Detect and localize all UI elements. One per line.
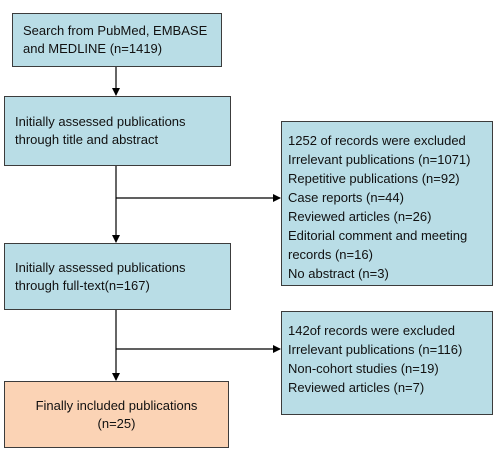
excluded-first-line-7: records (n=16) <box>288 247 373 262</box>
excluded-first-line-5: Reviewed articles (n=26) <box>288 209 432 224</box>
excluded-second-line-2: Irrelevant publications (n=116) <box>288 342 463 357</box>
excluded-second-line-4: Reviewed articles (n=7) <box>288 380 425 395</box>
title-abstract-box: Initially assessed publications through … <box>4 96 231 166</box>
excluded-first-line-2: Irrelevant publications (n=1071) <box>288 152 471 167</box>
search-box-line-2: and MEDLINE (n=1419) <box>23 41 163 56</box>
excluded-second-line-3: Non-cohort studies (n=19) <box>288 361 439 376</box>
excluded-first-line-4: Case reports (n=44) <box>288 190 404 205</box>
title-abstract-line-2: through title and abstract <box>15 132 159 147</box>
full-text-line-2: through full-text(n=167) <box>15 277 150 293</box>
excluded-first-line-3: Repetitive publications (n=92) <box>288 171 460 186</box>
final-line-2: (n=25) <box>97 415 136 431</box>
search-box: Search from PubMed, EMBASE and MEDLINE (… <box>12 13 222 67</box>
final-included-box: Finally included publications (n=25) <box>4 381 229 448</box>
excluded-second-box: 142of records were excluded Irrelevant p… <box>281 311 493 415</box>
excluded-first-box: 1252 of records were excluded Irrelevant… <box>281 121 493 286</box>
final-line-1: Finally included publications <box>35 397 198 413</box>
excluded-first-line-6: Editorial comment and meeting <box>288 228 468 243</box>
full-text-box: Initially assessed publications through … <box>4 243 231 310</box>
full-text-line-1: Initially assessed publications <box>15 259 186 275</box>
excluded-second-line-1: 142of records were excluded <box>288 323 455 338</box>
title-abstract-line-1: Initially assessed publications <box>15 114 186 129</box>
excluded-first-line-1: 1252 of records were excluded <box>288 133 466 148</box>
search-box-line-1: Search from PubMed, EMBASE <box>23 23 208 38</box>
excluded-first-line-8: No abstract (n=3) <box>288 266 389 281</box>
